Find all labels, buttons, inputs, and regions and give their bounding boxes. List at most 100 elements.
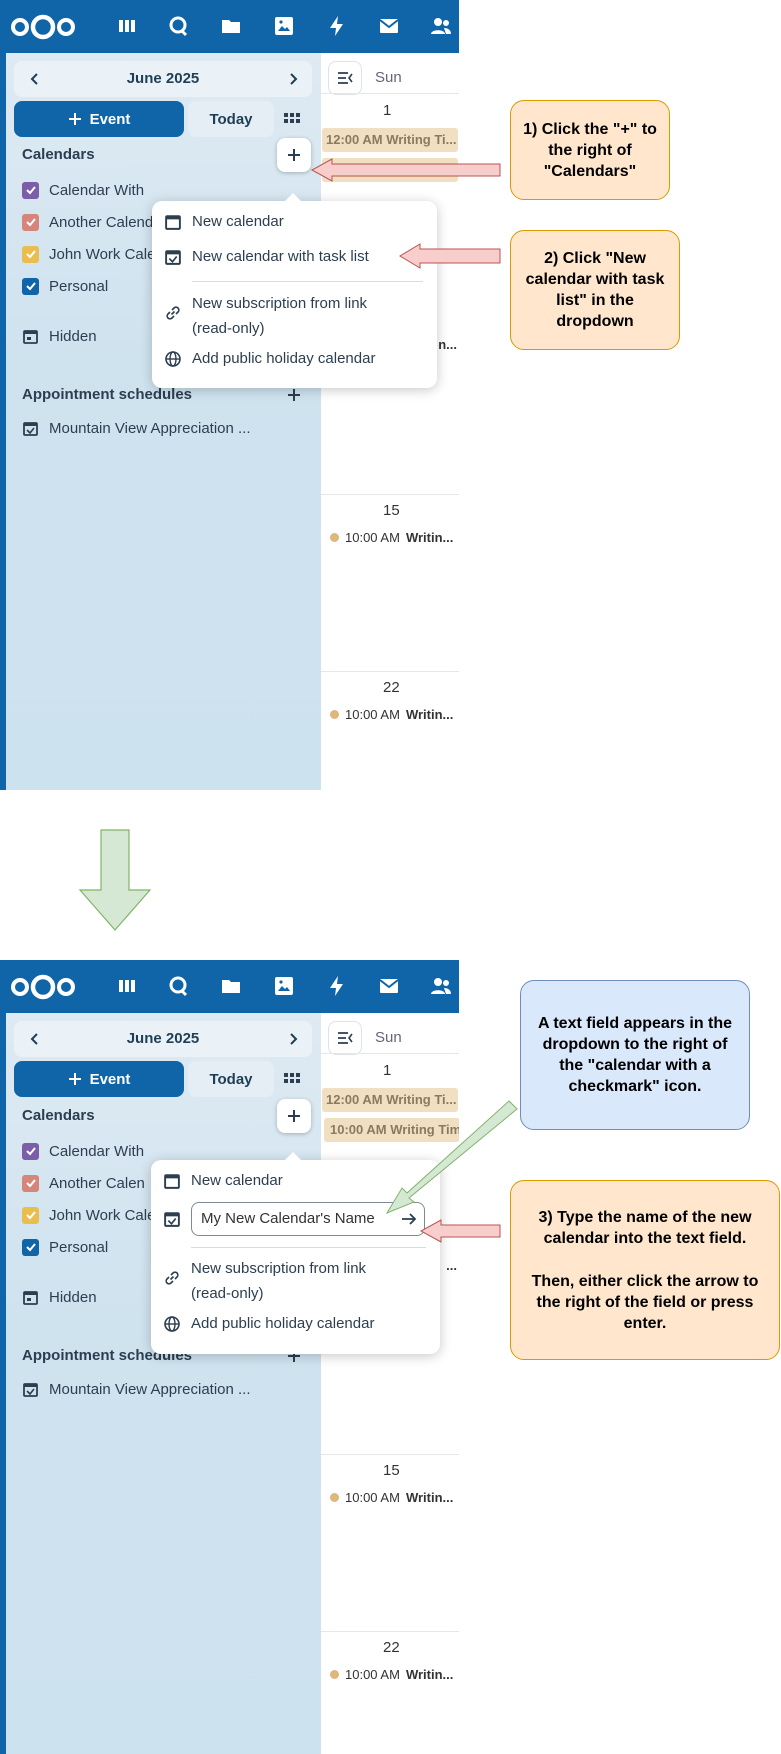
month-label[interactable]: June 2025	[126, 70, 200, 87]
calendar-check-icon	[23, 422, 38, 436]
checkbox-checked-icon[interactable]	[22, 1206, 39, 1224]
truncated-event-text: n...	[438, 337, 457, 352]
talk-icon[interactable]	[166, 974, 190, 998]
menu-item-new-calendar-with-task-list[interactable]: New calendar with task list	[164, 244, 369, 269]
arrow-right-icon[interactable]	[400, 1211, 418, 1227]
checkbox-checked-icon[interactable]	[22, 277, 39, 295]
talk-icon[interactable]	[166, 14, 190, 38]
nextcloud-logo-icon[interactable]	[10, 974, 76, 1000]
calendar-item[interactable]: Calendar With	[22, 1140, 152, 1162]
menu-item-add-holiday-calendar[interactable]: Add public holiday calendar	[164, 346, 375, 371]
hidden-calendars-item[interactable]: Hidden	[22, 1289, 97, 1306]
menu-item-text: New subscription from link (read-only)	[191, 1256, 366, 1306]
photos-icon[interactable]	[272, 14, 296, 38]
day-number[interactable]: 22	[383, 679, 400, 696]
chevron-right-icon[interactable]	[284, 1030, 302, 1048]
add-calendar-button[interactable]	[277, 1099, 311, 1133]
calendar-item[interactable]: Calendar With	[22, 179, 152, 201]
event-row[interactable]: 10:00 AM Writin...	[330, 1667, 453, 1682]
activity-icon[interactable]	[325, 14, 349, 38]
contacts-icon[interactable]	[429, 974, 453, 998]
calendar-icon	[23, 1291, 38, 1305]
hidden-calendars-item[interactable]: Hidden	[22, 328, 97, 345]
activity-icon[interactable]	[325, 974, 349, 998]
day-number[interactable]: 15	[383, 502, 400, 519]
dashboard-icon[interactable]	[115, 974, 139, 998]
mail-icon[interactable]	[377, 14, 401, 38]
event-row[interactable]: 10:00 AM Writin...	[330, 1490, 453, 1505]
menu-item-new-calendar[interactable]: New calendar	[163, 1168, 283, 1193]
plus-icon	[288, 389, 300, 401]
mail-icon[interactable]	[377, 974, 401, 998]
files-icon[interactable]	[219, 14, 243, 38]
view-grid-icon[interactable]	[282, 1069, 302, 1089]
checkbox-checked-icon[interactable]	[22, 245, 39, 263]
calendar-item[interactable]: Personal	[22, 1236, 152, 1258]
appointment-item[interactable]: Mountain View Appreciation ...	[22, 420, 251, 437]
add-calendar-button[interactable]	[277, 138, 311, 172]
today-button[interactable]: Today	[188, 101, 274, 137]
plus-icon	[288, 1110, 300, 1122]
add-appointment-button[interactable]	[277, 378, 311, 412]
event-chip[interactable]: 10:00 AM Writing Tim	[324, 1118, 459, 1142]
menu-item-label: Add public holiday calendar	[191, 1315, 375, 1332]
checkbox-checked-icon[interactable]	[22, 1238, 39, 1256]
photos-icon[interactable]	[272, 974, 296, 998]
appointment-item[interactable]: Mountain View Appreciation ...	[22, 1381, 251, 1398]
nextcloud-logo-icon[interactable]	[10, 14, 76, 40]
calendar-item[interactable]: John Work Cale	[22, 243, 152, 265]
calendar-item[interactable]: Another Calend	[22, 211, 152, 233]
files-icon[interactable]	[219, 974, 243, 998]
contacts-icon[interactable]	[429, 14, 453, 38]
day-number[interactable]: 15	[383, 1462, 400, 1479]
dropdown-caret	[284, 1152, 302, 1161]
plus-icon	[288, 149, 300, 161]
calendar-item-label: Personal	[49, 1238, 109, 1256]
checkbox-checked-icon[interactable]	[22, 1142, 39, 1160]
event-row[interactable]: 10:00 AM Writin...	[330, 530, 453, 545]
menu-collapse-icon	[338, 72, 353, 84]
green-arrow-down-icon	[78, 829, 152, 931]
new-event-button[interactable]: Event	[14, 1061, 184, 1097]
event-dot-icon	[330, 1670, 339, 1679]
callout-step2: 2) Click "New calendar with task list" i…	[510, 230, 680, 350]
day-number[interactable]: 1	[383, 1062, 392, 1079]
grid-line	[321, 1053, 459, 1054]
view-grid-icon[interactable]	[282, 109, 302, 129]
dashboard-icon[interactable]	[115, 14, 139, 38]
checkbox-checked-icon[interactable]	[22, 213, 39, 231]
calendar-item-label: Another Calend	[49, 213, 152, 231]
toggle-sidebar-button[interactable]	[328, 61, 362, 95]
calendar-item[interactable]: Another Calen	[22, 1172, 152, 1194]
checkbox-checked-icon[interactable]	[22, 1174, 39, 1192]
event-row[interactable]: 10:00 AM Writin...	[330, 707, 453, 722]
new-calendar-name-input[interactable]: My New Calendar's Name	[191, 1202, 425, 1236]
checkbox-checked-icon[interactable]	[22, 181, 39, 199]
toggle-sidebar-button[interactable]	[328, 1021, 362, 1055]
menu-item-new-calendar[interactable]: New calendar	[164, 209, 284, 234]
chevron-right-icon[interactable]	[284, 70, 302, 88]
chevron-left-icon[interactable]	[26, 70, 44, 88]
calendar-item-label: Personal	[49, 277, 109, 295]
day-number[interactable]: 1	[383, 102, 392, 119]
day-number[interactable]: 22	[383, 1639, 400, 1656]
hidden-label: Hidden	[49, 328, 97, 345]
menu-item-new-subscription[interactable]: New subscription from link (read-only)	[163, 1256, 366, 1306]
calendar-item[interactable]: John Work Cale	[22, 1204, 152, 1226]
dropdown-caret	[284, 193, 302, 202]
menu-item-add-holiday-calendar[interactable]: Add public holiday calendar	[163, 1311, 374, 1336]
calendars-heading: Calendars	[22, 146, 95, 163]
today-button[interactable]: Today	[188, 1061, 274, 1097]
menu-separator	[192, 281, 423, 282]
calendar-item-label: John Work Cale	[49, 1206, 152, 1224]
calendar-item[interactable]: Personal	[22, 275, 152, 297]
menu-item-new-subscription[interactable]: New subscription from link (read-only)	[164, 291, 367, 341]
new-event-button[interactable]: Event	[14, 101, 184, 137]
event-chip[interactable]: 12:00 AM Writing Ti...	[322, 1088, 458, 1112]
globe-icon	[164, 1316, 180, 1332]
month-label[interactable]: June 2025	[126, 1030, 200, 1047]
event-chip[interactable]: 12:00 AM Writing Ti...	[322, 128, 458, 152]
event-chip-obscured[interactable]	[322, 158, 458, 182]
grid-line	[321, 93, 459, 94]
chevron-left-icon[interactable]	[26, 1030, 44, 1048]
